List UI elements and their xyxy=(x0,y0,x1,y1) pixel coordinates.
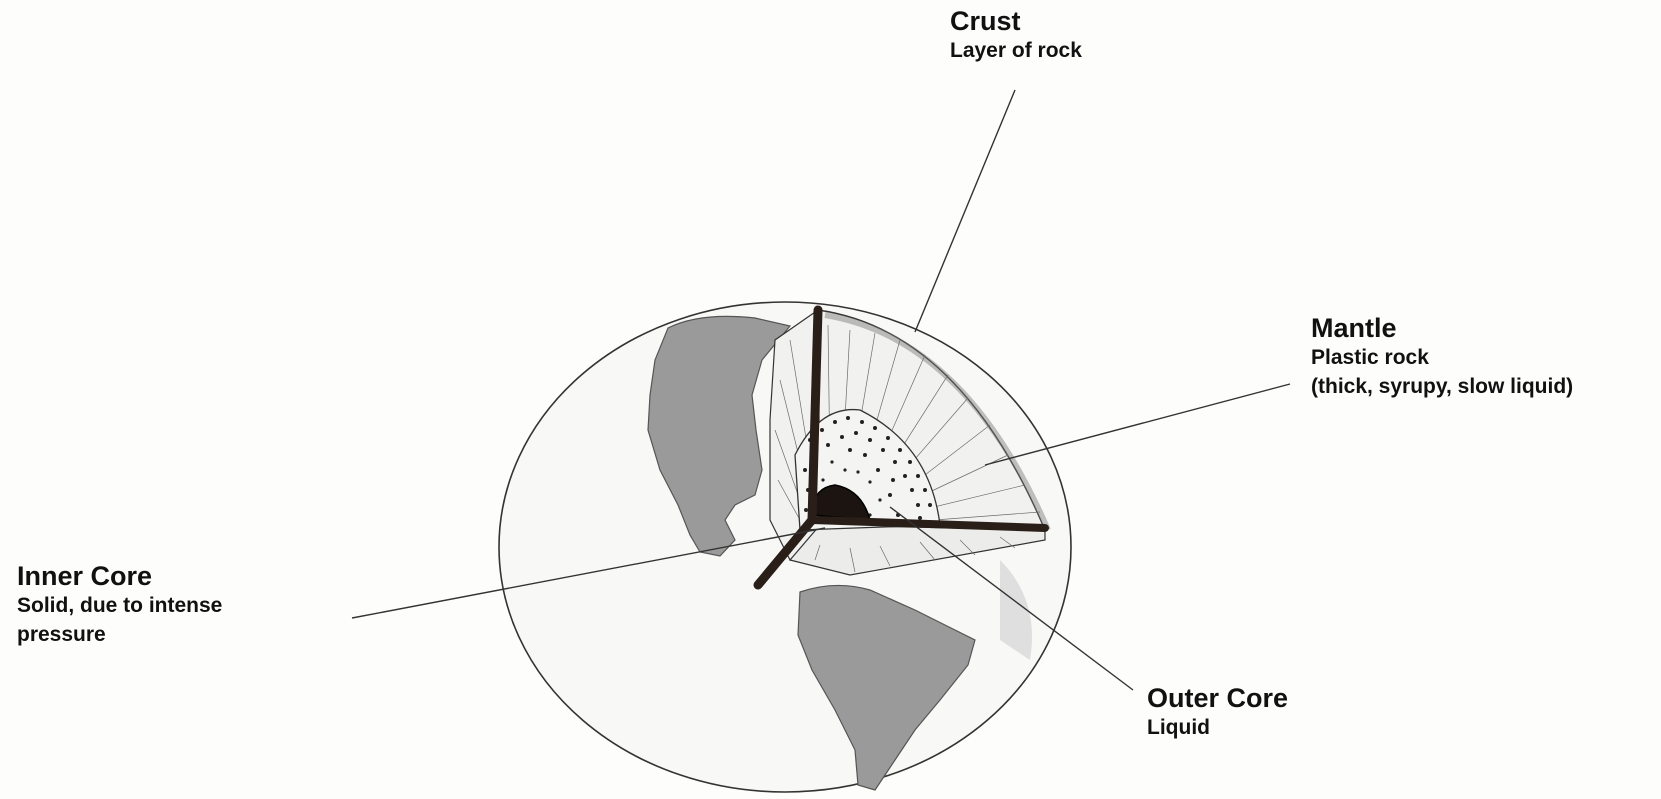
outer-core-label: Outer Core Liquid xyxy=(1147,683,1288,742)
inner-core-description: Solid, due to intense pressure xyxy=(17,591,297,649)
outer-core-description: Liquid xyxy=(1147,713,1288,742)
mantle-title: Mantle xyxy=(1311,313,1573,343)
mantle-description: Plastic rock xyxy=(1311,343,1573,372)
mantle-label: Mantle Plastic rock (thick, syrupy, slow… xyxy=(1311,313,1573,401)
mantle-description-detail: (thick, syrupy, slow liquid) xyxy=(1311,372,1573,401)
crust-leader xyxy=(915,90,1015,332)
inner-core-label: Inner Core Solid, due to intense pressur… xyxy=(17,561,297,649)
crust-title: Crust xyxy=(950,6,1082,36)
crust-description: Layer of rock xyxy=(950,36,1082,65)
outer-core-title: Outer Core xyxy=(1147,683,1288,713)
inner-core-title: Inner Core xyxy=(17,561,297,591)
crust-label: Crust Layer of rock xyxy=(950,6,1082,65)
